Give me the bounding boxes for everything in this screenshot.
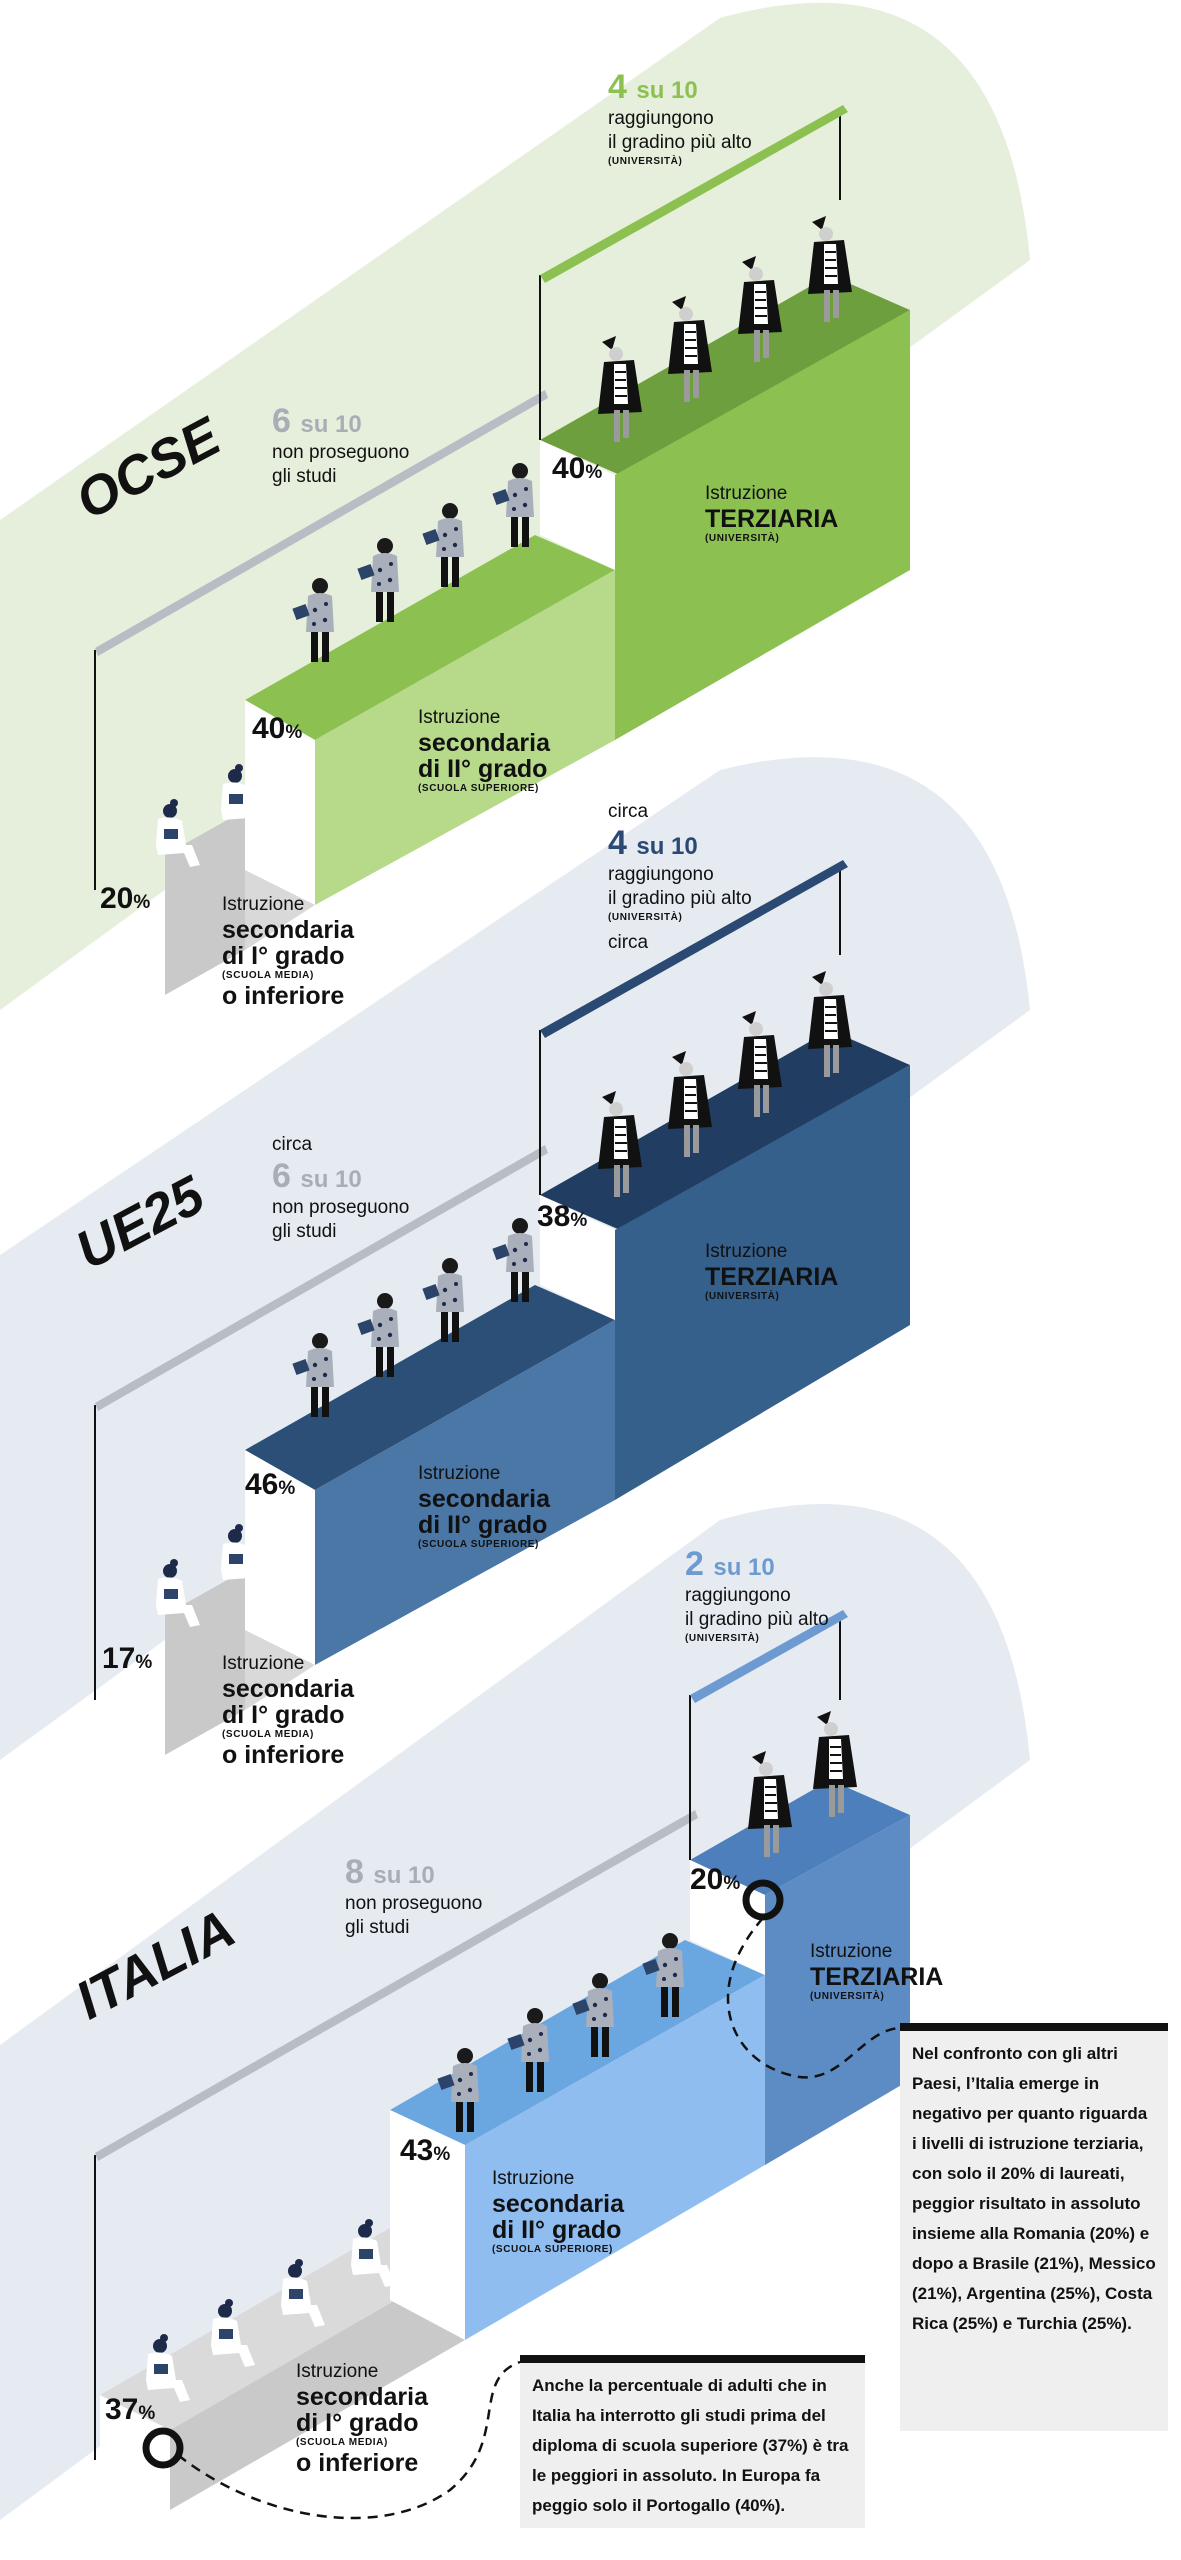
ocse-staircase: [94, 105, 910, 995]
italia-lower-connector: [177, 2360, 521, 2520]
ue25-low-pct: 17%: [102, 1642, 153, 1675]
ue25-mid-pct: 46%: [245, 1468, 296, 1501]
italia-mid-pct: 43%: [400, 2134, 451, 2167]
italia-high-label: Istruzione TERZIARIA (UNIVERSITÀ): [810, 1941, 944, 2002]
italia-low-label: Istruzione secondaria di I° grado (SCUOL…: [296, 2361, 429, 2477]
italia-mid-label: Istruzione secondaria di II° grado (SCUO…: [492, 2168, 625, 2255]
ue25-low-label: Istruzione secondaria di I° grado (SCUOL…: [222, 1653, 355, 1769]
ocse-mid-label: Istruzione secondaria di II° grado (SCUO…: [418, 707, 551, 794]
italia-tertiary-marker: [742, 1879, 784, 1921]
italia-staircase: [94, 1610, 910, 2520]
ocse-left-callout: 6 su 10 non proseguono gli studi: [272, 402, 410, 487]
ue25-left-rail: [95, 1145, 548, 1411]
ocse-high-label: Istruzione TERZIARIA (UNIVERSITÀ): [705, 483, 839, 544]
ocse-low-pct: 20%: [100, 882, 151, 915]
ocse-low-label: Istruzione secondaria di I° grado (SCUOL…: [222, 894, 355, 1010]
italia-left-callout: 8 su 10 non proseguono gli studi: [345, 1853, 483, 1938]
ue25-high-pct: 38%: [537, 1200, 588, 1233]
lower-note: Anche la percentuale di adulti che in It…: [520, 2363, 865, 2528]
ue25-left-callout: circa 6 su 10 non proseguono gli studi: [272, 1134, 410, 1242]
ocse-mid-pct: 40%: [252, 712, 303, 745]
italia-tertiary-connector: [726, 1917, 901, 2079]
ue25-high-label: Istruzione TERZIARIA (UNIVERSITÀ): [705, 1241, 839, 1302]
italia-right-callout: 2 su 10 raggiungono il gradino più alto …: [685, 1545, 829, 1644]
ocse-right-callout: 4 su 10 raggiungono il gradino più alto …: [608, 68, 752, 167]
tertiary-note-bar: [900, 2023, 1168, 2031]
lower-note-bar: [520, 2355, 865, 2363]
italia-left-rail: [95, 1810, 698, 2161]
ue25-staircase: [94, 860, 910, 1755]
italia-background-band: [0, 1504, 1030, 2520]
italia-low-pct: 37%: [105, 2393, 156, 2426]
italia-high-pct: 20%: [690, 1863, 741, 1896]
italia-lower-marker: [142, 2427, 184, 2469]
tertiary-note: Nel confronto con gli altri Paesi, l’Ita…: [900, 2031, 1168, 2431]
ue25-right-rail: [540, 860, 848, 1038]
ue25-mid-label: Istruzione secondaria di II° grado (SCUO…: [418, 1463, 551, 1550]
ocse-left-rail: [95, 390, 548, 656]
italia-right-rail: [690, 1610, 848, 1703]
ocse-high-pct: 40%: [552, 452, 603, 485]
ocse-right-rail: [540, 105, 848, 283]
ue25-right-callout: circa 4 su 10 raggiungono il gradino più…: [608, 801, 752, 953]
